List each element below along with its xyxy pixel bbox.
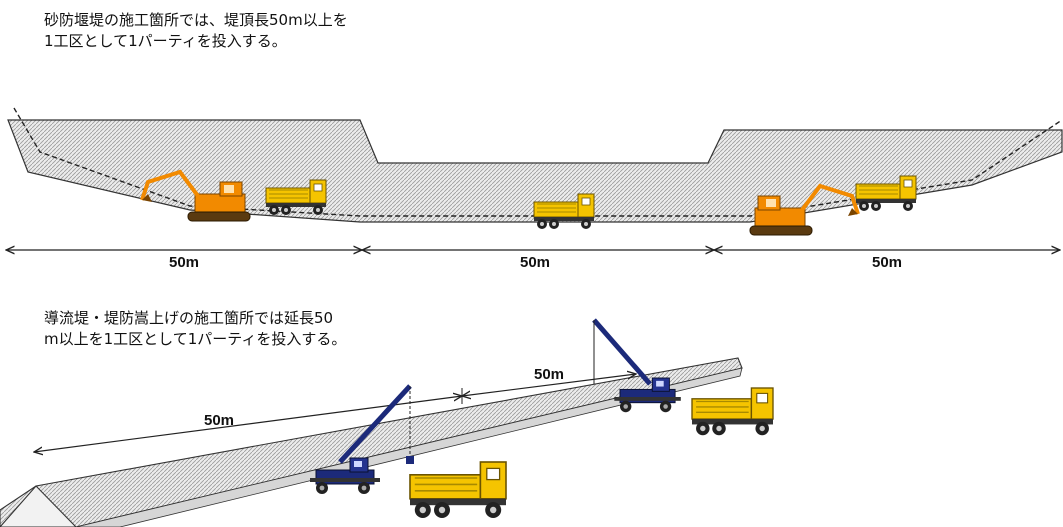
bottom-caption-line-2: m以上を1工区として1パーティを投入する。 [44, 330, 347, 348]
top-caption: 砂防堰堤の施工箇所では、堤頂長50m以上を 1工区として1パーティを投入する。 [44, 10, 348, 52]
dam-excavation-line [13, 107, 1063, 217]
dimension-label: 50m [169, 254, 200, 271]
dimension-label: 50m [534, 366, 565, 383]
dump-truck-icon [409, 461, 507, 519]
levee-end-face [0, 485, 77, 527]
dimension-label: 50m [872, 254, 903, 271]
crane-boom [592, 318, 652, 386]
dump-truck-icon [691, 387, 774, 436]
dimension-label: 50m [204, 412, 235, 429]
dimension-label: 50m [520, 254, 551, 271]
top-caption-line-2: 1工区として1パーティを投入する。 [44, 32, 287, 50]
bottom-caption: 導流堤・堤防嵩上げの施工箇所では延長50 m以上を1工区として1パーティを投入す… [44, 308, 346, 350]
dimension-arrow [462, 374, 636, 396]
bottom-caption-line-1: 導流堤・堤防嵩上げの施工箇所では延長50 [44, 309, 334, 327]
levee-top-face [0, 357, 743, 527]
crane-boom [338, 384, 412, 464]
top-caption-line-1: 砂防堰堤の施工箇所では、堤頂長50m以上を [44, 11, 348, 29]
crane-hook-icon [406, 456, 414, 464]
